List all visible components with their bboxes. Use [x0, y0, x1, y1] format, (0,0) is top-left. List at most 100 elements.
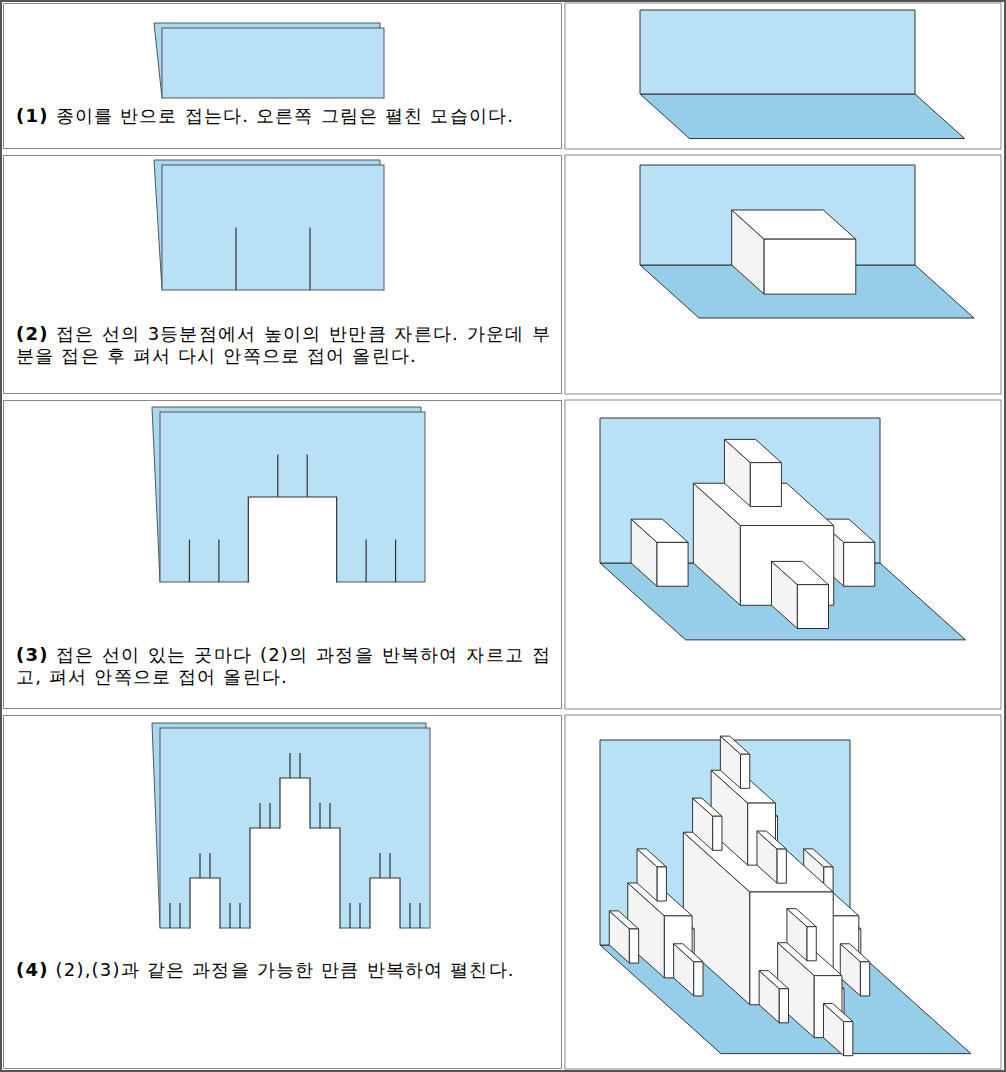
cut-line: [409, 903, 410, 928]
box-top: [637, 849, 666, 867]
box-front: [807, 927, 816, 961]
cut-line: [218, 540, 219, 583]
box-top: [724, 439, 781, 462]
card-floor: [640, 94, 965, 139]
box-top: [674, 944, 703, 962]
step-caption: (2)접은 선의 3등분점에서 높이의 반만큼 자른다. 가운데 부분을 접은 …: [16, 323, 551, 367]
box-top: [804, 849, 833, 867]
cut-line: [307, 455, 308, 498]
box-front: [713, 816, 722, 850]
popup: [600, 418, 966, 640]
cut-line: [189, 540, 190, 583]
folded-sheet: [154, 160, 384, 290]
step-cell: (3)접은 선이 있는 곳마다 (2)의 과정을 반복하여 자르고 접고, 펴서…: [3, 400, 562, 709]
table-cell: [565, 155, 1001, 394]
step-number: (1): [16, 105, 49, 126]
front-sheet: [162, 28, 384, 98]
step-caption: (1) 종이를 반으로 접는다. 오른쪽 그림은 펼친 모습이다.: [16, 105, 551, 127]
cut-line: [269, 803, 270, 828]
cut-line: [389, 853, 390, 878]
cut-line: [319, 803, 320, 828]
cut-line: [289, 753, 290, 778]
cut-out: [248, 497, 336, 584]
folded-sheet: [154, 23, 384, 98]
box-front: [740, 754, 749, 788]
cut-line: [169, 903, 170, 928]
box-front: [657, 542, 688, 586]
cut-line: [379, 853, 380, 878]
box-top: [771, 561, 828, 584]
step-cell: (2)접은 선의 3등분점에서 높이의 반만큼 자른다. 가운데 부분을 접은 …: [3, 155, 562, 394]
box-front: [629, 929, 638, 963]
box-front: [694, 962, 703, 996]
box-front: [750, 463, 781, 507]
box-front: [844, 542, 875, 586]
box-top: [631, 519, 688, 542]
box-front: [764, 239, 856, 294]
box-top: [693, 798, 722, 816]
popup-card: [600, 10, 974, 1056]
cut-line: [419, 903, 420, 928]
step-cell: (4) (2),(3)과 같은 과정을 가능한 만큼 반복하여 펼친다.: [3, 715, 562, 1069]
cut-line: [366, 540, 367, 583]
box-front: [844, 1022, 853, 1056]
cut-line: [395, 540, 396, 583]
folded-paper: [152, 23, 430, 930]
step-number: (4): [16, 959, 49, 980]
cut-line: [259, 803, 260, 828]
cut-out: [190, 878, 220, 930]
cut-line: [179, 903, 180, 928]
box-top: [823, 1004, 852, 1022]
popup: [600, 736, 971, 1056]
box-top: [720, 736, 749, 754]
cut-out: [250, 828, 340, 930]
cut-line: [329, 803, 330, 828]
step-text: 접은 선의 3등분점에서 높이의 반만큼 자른다. 가운데 부분을 접은 후 펴…: [16, 323, 551, 366]
box-top: [757, 831, 786, 849]
cut-line: [199, 853, 200, 878]
cut-out: [280, 778, 310, 830]
table-cell: [565, 715, 1001, 1069]
step-caption: (3)접은 선이 있는 곳마다 (2)의 과정을 반복하여 자르고 접고, 펴서…: [16, 644, 551, 688]
step-text: 종이를 반으로 접는다. 오른쪽 그림은 펼친 모습이다.: [56, 105, 515, 126]
cut-line: [229, 903, 230, 928]
folded-sheet: [152, 723, 430, 930]
cut-edge: [190, 878, 220, 929]
cut-edge: [280, 778, 310, 829]
table-cell: [565, 3, 1001, 149]
box-front: [797, 585, 828, 629]
step-number: (2): [16, 323, 49, 344]
front-sheet: [162, 165, 384, 290]
cut-line: [349, 903, 350, 928]
folded-sheet: [152, 407, 425, 584]
popup: [640, 10, 965, 139]
box-front: [777, 849, 786, 883]
step-text: 접은 선이 있는 곳마다 (2)의 과정을 반복하여 자르고 접고, 펴서 안쪽…: [16, 644, 551, 687]
box-top: [759, 971, 788, 989]
box-top: [840, 944, 869, 962]
cut-edge: [248, 497, 336, 583]
cut-line: [209, 853, 210, 878]
box-front: [860, 962, 869, 996]
cut-line: [239, 903, 240, 928]
step-cell: (1) 종이를 반으로 접는다. 오른쪽 그림은 펼친 모습이다.: [3, 3, 562, 149]
cut-edge: [250, 828, 340, 929]
popup: [640, 165, 974, 318]
cut-line: [299, 753, 300, 778]
box-top: [732, 210, 856, 239]
cut-line: [235, 228, 236, 291]
step-text: (2),(3)과 같은 과정을 가능한 만큼 반복하여 펼친다.: [56, 959, 515, 980]
card-wall: [640, 10, 915, 94]
step-number: (3): [16, 644, 49, 665]
cut-line: [277, 455, 278, 498]
step-caption: (4) (2),(3)과 같은 과정을 가능한 만큼 반복하여 펼친다.: [16, 959, 551, 981]
box-front: [657, 867, 666, 901]
table-cell: [565, 400, 1001, 709]
box-top: [787, 909, 816, 927]
cut-line: [359, 903, 360, 928]
